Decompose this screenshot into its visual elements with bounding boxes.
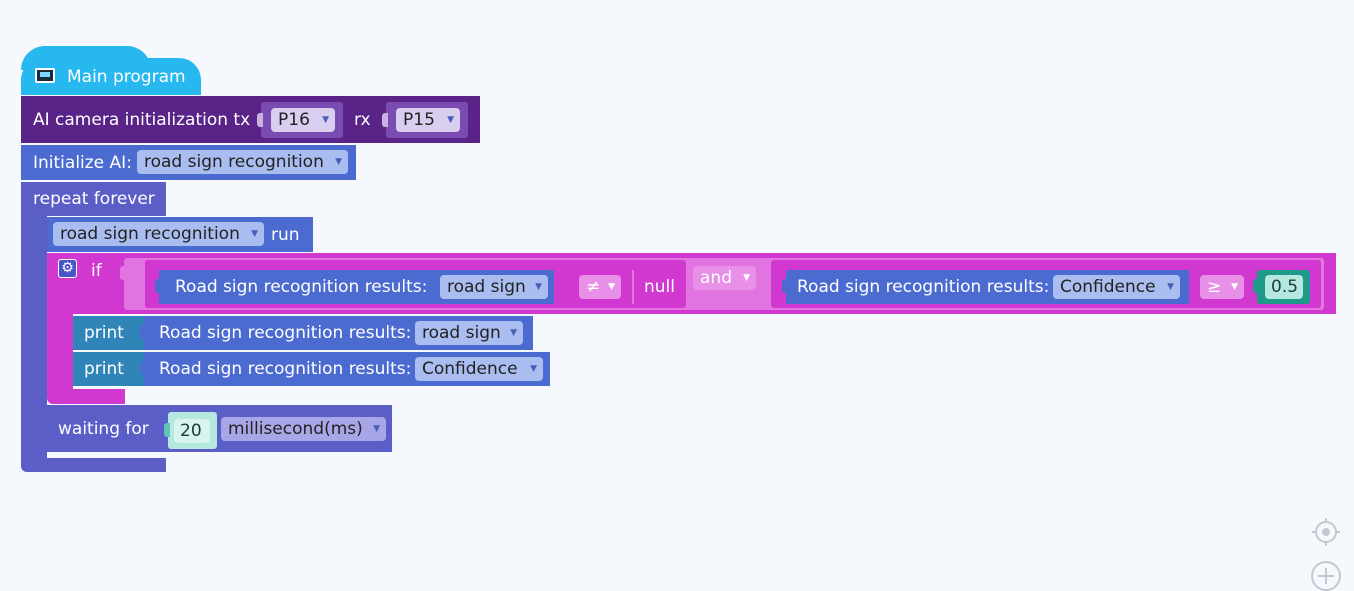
repeat-forever-footer — [21, 458, 166, 472]
run-mode-dropdown[interactable]: road sign recognition ▼ — [53, 222, 264, 246]
right-operator-value: ≥ — [1207, 277, 1222, 297]
main-program-label: Main program — [67, 67, 186, 87]
main-program-hat-block[interactable]: Main program — [21, 46, 201, 95]
left-operator-dropdown[interactable]: ≠ ▼ — [579, 275, 621, 299]
if-block[interactable]: ⚙ if Road sign recognition results: road… — [47, 253, 1336, 314]
tx-pin-slot-nub — [257, 113, 263, 127]
confidence-threshold-block[interactable]: 0.5 — [1253, 270, 1310, 304]
left-result-field-dropdown[interactable]: road sign ▼ — [440, 275, 548, 299]
wait-duration-value: 20 — [180, 421, 202, 441]
chevron-down-icon: ▼ — [535, 282, 542, 292]
wait-unit-value: millisecond(ms) — [228, 419, 363, 439]
if-condition-slot-nub — [120, 266, 126, 280]
chevron-down-icon: ▼ — [530, 364, 537, 374]
print-label: print — [84, 323, 124, 343]
microcontroller-board-icon — [35, 68, 55, 83]
chevron-down-icon: ▼ — [322, 115, 329, 125]
left-result-label: Road sign recognition results: — [175, 277, 428, 297]
repeat-forever-block[interactable]: repeat forever — [21, 182, 166, 216]
initialize-ai-mode-value: road sign recognition — [144, 152, 324, 172]
right-comparison-block[interactable]: Road sign recognition results: Confidenc… — [771, 260, 1321, 308]
right-result-reporter[interactable]: Road sign recognition results: Confidenc… — [782, 270, 1189, 304]
left-result-reporter[interactable]: Road sign recognition results: road sign… — [155, 270, 554, 304]
print-result-nub — [140, 325, 146, 339]
chevron-down-icon: ▼ — [1167, 282, 1174, 292]
plus-circle-svg — [1311, 561, 1341, 591]
chevron-down-icon: ▼ — [373, 424, 380, 434]
wait-duration-nub — [164, 423, 170, 437]
tx-pin-slot: P16 ▼ — [257, 102, 343, 138]
initialize-ai-label: Initialize AI: — [33, 153, 132, 173]
rx-pin-slot-nub — [382, 113, 388, 127]
logic-operator-dropdown[interactable]: and ▼ — [693, 266, 756, 290]
board-screen — [40, 72, 50, 77]
run-recognition-block[interactable]: road sign recognition ▼ run — [47, 217, 313, 252]
initialize-ai-block[interactable]: Initialize AI: road sign recognition ▼ — [21, 145, 356, 180]
rx-label: rx — [354, 110, 371, 130]
confidence-threshold-value: 0.5 — [1271, 277, 1299, 297]
print-result-label: Road sign recognition results: — [159, 359, 412, 379]
chevron-down-icon: ▼ — [447, 115, 454, 125]
print-block-road-sign[interactable]: print Road sign recognition results: roa… — [73, 316, 533, 350]
print-result-field-dropdown[interactable]: Confidence ▼ — [415, 357, 543, 381]
right-result-field-value: Confidence — [1060, 277, 1156, 297]
right-result-nub — [782, 279, 788, 293]
left-result-nub — [155, 279, 161, 293]
print-result-field-value: road sign — [422, 323, 501, 343]
rx-pin-dropdown[interactable]: P15 ▼ — [396, 108, 460, 132]
ai-camera-init-block[interactable]: AI camera initialization tx P16 ▼ rx P15… — [21, 96, 480, 143]
repeat-forever-label: repeat forever — [33, 189, 155, 209]
null-value-block[interactable]: null — [632, 270, 680, 304]
chevron-down-icon: ▼ — [1231, 282, 1238, 292]
print-result-reporter[interactable]: Road sign recognition results: Confidenc… — [140, 352, 550, 386]
print-result-nub — [140, 361, 146, 375]
right-result-field-dropdown[interactable]: Confidence ▼ — [1053, 275, 1180, 299]
print-result-reporter[interactable]: Road sign recognition results: road sign… — [140, 316, 533, 350]
left-result-field-value: road sign — [447, 277, 526, 297]
crosshair-target-icon[interactable] — [1312, 518, 1340, 546]
rx-pin-value: P15 — [403, 110, 435, 130]
if-block-arm — [47, 314, 73, 389]
print-result-label: Road sign recognition results: — [159, 323, 412, 343]
wait-duration-block[interactable]: 20 — [164, 412, 217, 449]
chevron-down-icon: ▼ — [510, 328, 517, 338]
chevron-down-icon: ▼ — [743, 273, 750, 283]
ai-camera-init-label: AI camera initialization tx — [33, 110, 251, 130]
left-comparison-block[interactable]: Road sign recognition results: road sign… — [145, 260, 686, 308]
chevron-down-icon: ▼ — [335, 157, 342, 167]
if-condition-slot: Road sign recognition results: road sign… — [120, 258, 1324, 310]
confidence-threshold-nub — [1253, 279, 1259, 293]
waiting-for-label: waiting for — [58, 419, 149, 439]
repeat-forever-arm — [21, 216, 47, 458]
initialize-ai-mode-dropdown[interactable]: road sign recognition ▼ — [137, 150, 348, 174]
run-label: run — [271, 225, 300, 245]
logic-operator-value: and — [700, 268, 732, 288]
print-result-field-value: Confidence — [422, 359, 518, 379]
wait-duration-field[interactable]: 20 — [174, 419, 210, 443]
main-program-hat-top — [21, 46, 151, 70]
wait-unit-dropdown[interactable]: millisecond(ms) ▼ — [221, 417, 386, 441]
run-mode-value: road sign recognition — [60, 224, 240, 244]
rx-pin-slot: P15 ▼ — [382, 102, 468, 138]
print-block-confidence[interactable]: print Road sign recognition results: Con… — [73, 352, 550, 386]
print-label: print — [84, 359, 124, 379]
chevron-down-icon: ▼ — [608, 282, 615, 292]
left-operator-value: ≠ — [586, 277, 601, 297]
waiting-for-block[interactable]: waiting for 20 millisecond(ms) ▼ — [47, 405, 392, 452]
if-label: if — [91, 261, 102, 281]
gear-icon[interactable]: ⚙ — [58, 259, 77, 278]
right-result-label: Road sign recognition results: — [797, 277, 1050, 297]
tx-pin-dropdown[interactable]: P16 ▼ — [271, 108, 335, 132]
right-operator-dropdown[interactable]: ≥ ▼ — [1200, 275, 1244, 299]
tx-pin-value: P16 — [278, 110, 310, 130]
if-block-footer — [47, 389, 125, 404]
null-value-label: null — [644, 277, 675, 297]
chevron-down-icon: ▼ — [251, 229, 258, 239]
print-result-field-dropdown[interactable]: road sign ▼ — [415, 321, 523, 345]
crosshair-target-svg — [1312, 518, 1340, 546]
confidence-threshold-field[interactable]: 0.5 — [1265, 275, 1303, 299]
plus-circle-icon[interactable] — [1310, 560, 1342, 591]
